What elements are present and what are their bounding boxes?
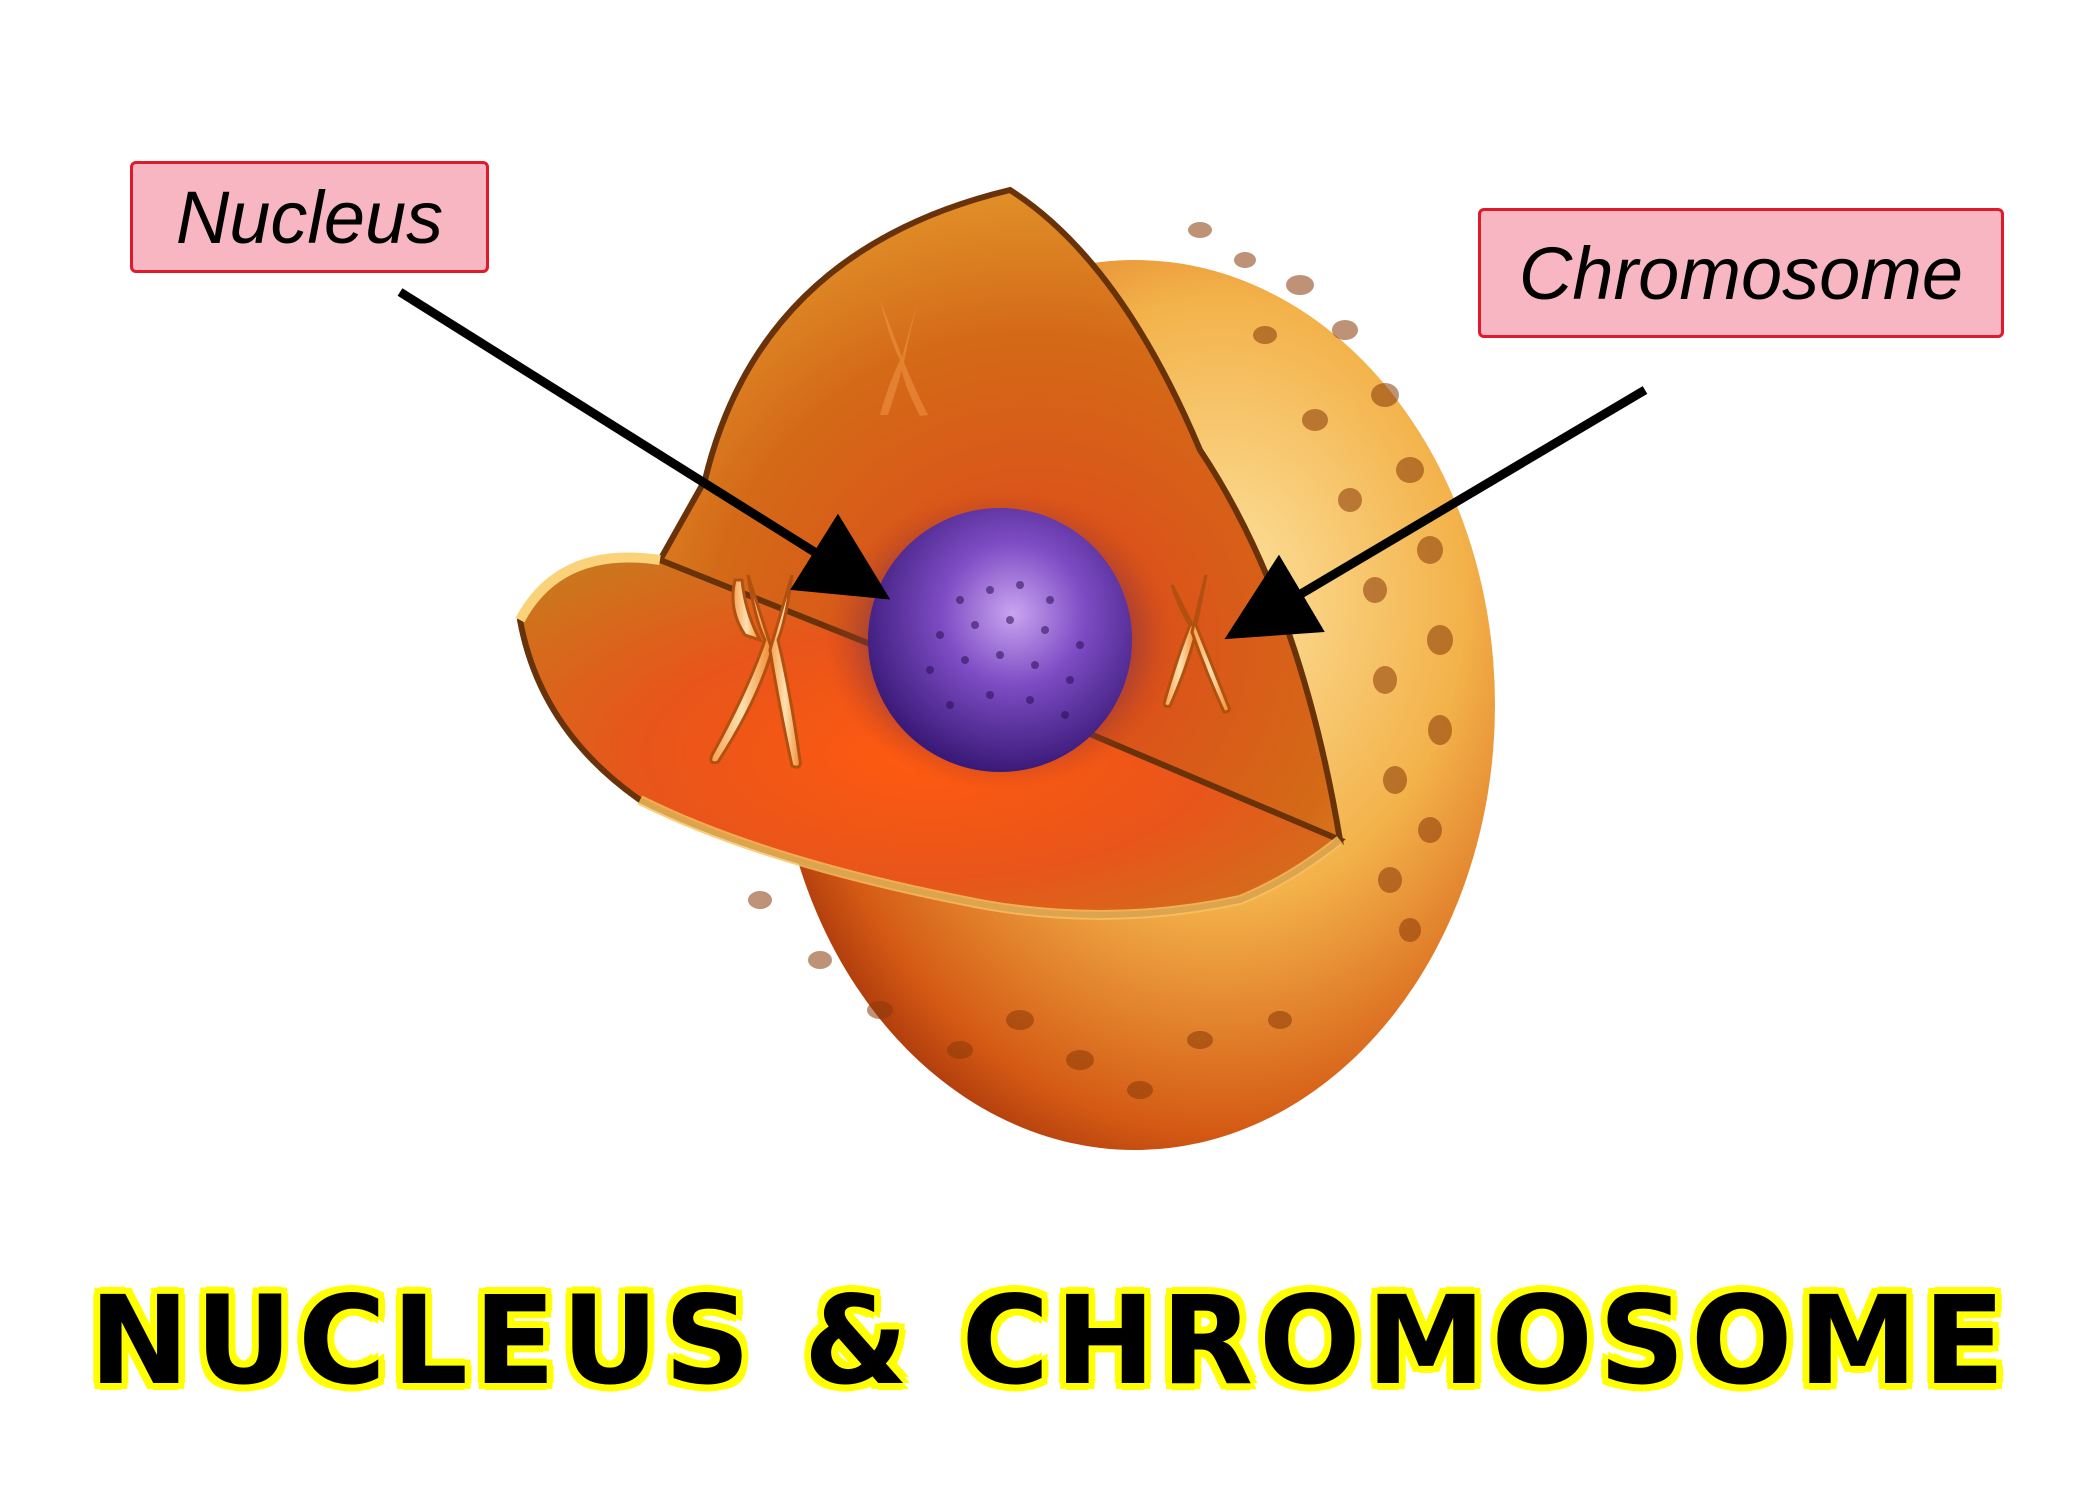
- chromosome-pointer-arrow: [1224, 386, 1648, 640]
- chromosome-label-text: Chromosome: [1518, 231, 1964, 315]
- diagram-title: NUCLEUS & CHROMOSOME: [89, 1270, 2011, 1412]
- chromosome-left: [709, 574, 802, 769]
- nucleolus: [868, 508, 1132, 772]
- chromosome-faint-top: [880, 300, 928, 416]
- nucleus-pointer-arrow: [397, 288, 891, 600]
- chromosome-right: [1162, 574, 1231, 714]
- chromosome-label: Chromosome: [1478, 208, 2004, 338]
- nucleus-label: Nucleus: [130, 161, 489, 273]
- nucleus-label-text: Nucleus: [175, 175, 444, 259]
